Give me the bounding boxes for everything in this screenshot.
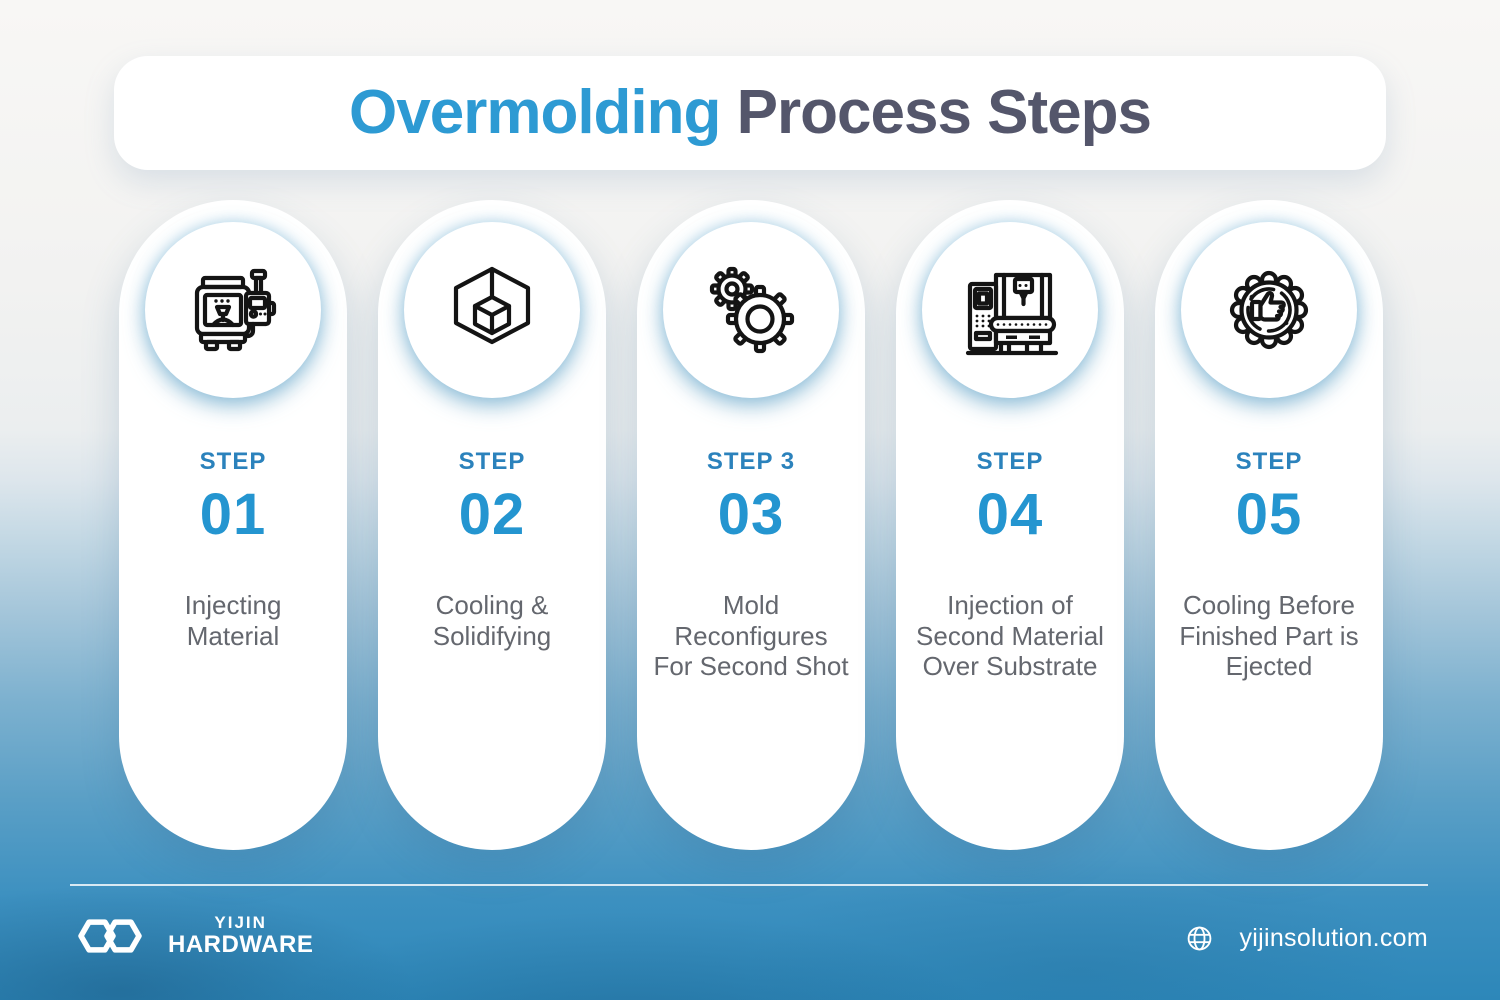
brand-text: YIJIN HARDWARE — [168, 914, 313, 957]
wireframe-cube-icon — [453, 266, 531, 345]
step-number: 04 — [976, 482, 1044, 547]
step-3-icon-circle — [663, 222, 839, 398]
page-title: Overmolding Process Steps — [349, 82, 1152, 144]
step-label: STEP — [976, 448, 1044, 475]
step-card-2: STEP 02 Cooling & Solidifying — [378, 200, 606, 850]
brand-logo: YIJIN HARDWARE — [78, 910, 313, 962]
step-label: STEP — [458, 448, 526, 475]
step-card-3: STEP 3 03 Mold Reconfigures For Second S… — [637, 200, 865, 850]
step-2-icon-circle — [404, 222, 580, 398]
step-4-icon-circle — [922, 222, 1098, 398]
step-number: 02 — [458, 482, 526, 547]
step-card-4: STEP 04 Injection of Second Material Ove… — [896, 200, 1124, 850]
step-card-1: STEP 01 Injecting Material — [119, 200, 347, 850]
title-highlight: Overmolding — [349, 78, 721, 147]
injection-molding-machine-icon — [194, 268, 277, 352]
step-number: 05 — [1235, 482, 1303, 547]
website-group: yijinsolution.com — [1186, 924, 1428, 953]
step-number: 03 — [717, 482, 785, 547]
gears-icon — [709, 266, 795, 354]
step-description: Cooling Before Finished Part is Ejected — [1179, 590, 1359, 682]
step-description: Mold Reconfigures For Second Shot — [653, 590, 849, 682]
step-label: STEP — [199, 448, 267, 475]
brand-name-bottom: HARDWARE — [168, 931, 314, 959]
cnc-machine-icon — [965, 272, 1059, 356]
title-banner: Overmolding Process Steps — [114, 56, 1386, 170]
step-description: Injection of Second Material Over Substr… — [916, 590, 1104, 682]
step-card-5: STEP 05 Cooling Before Finished Part is … — [1155, 200, 1383, 850]
step-label: STEP — [1235, 448, 1303, 475]
steps-row: STEP 01 Injecting Material STEP 02 — [119, 200, 1383, 850]
title-rest: Process Steps — [736, 78, 1152, 147]
step-description: Injecting Material — [184, 590, 282, 651]
website-url: yijinsolution.com — [1239, 924, 1428, 952]
step-description: Cooling & Solidifying — [432, 590, 552, 651]
footer-divider — [70, 884, 1428, 886]
step-5-icon-circle — [1181, 222, 1357, 398]
thumbs-up-badge-icon — [1229, 270, 1309, 350]
step-label: STEP 3 — [706, 448, 796, 475]
step-1-icon-circle — [145, 222, 321, 398]
globe-icon — [1188, 926, 1212, 951]
yijin-hardware-logo-icon — [78, 919, 142, 953]
brand-name-top: YIJIN — [214, 913, 267, 933]
step-number: 01 — [199, 482, 267, 547]
